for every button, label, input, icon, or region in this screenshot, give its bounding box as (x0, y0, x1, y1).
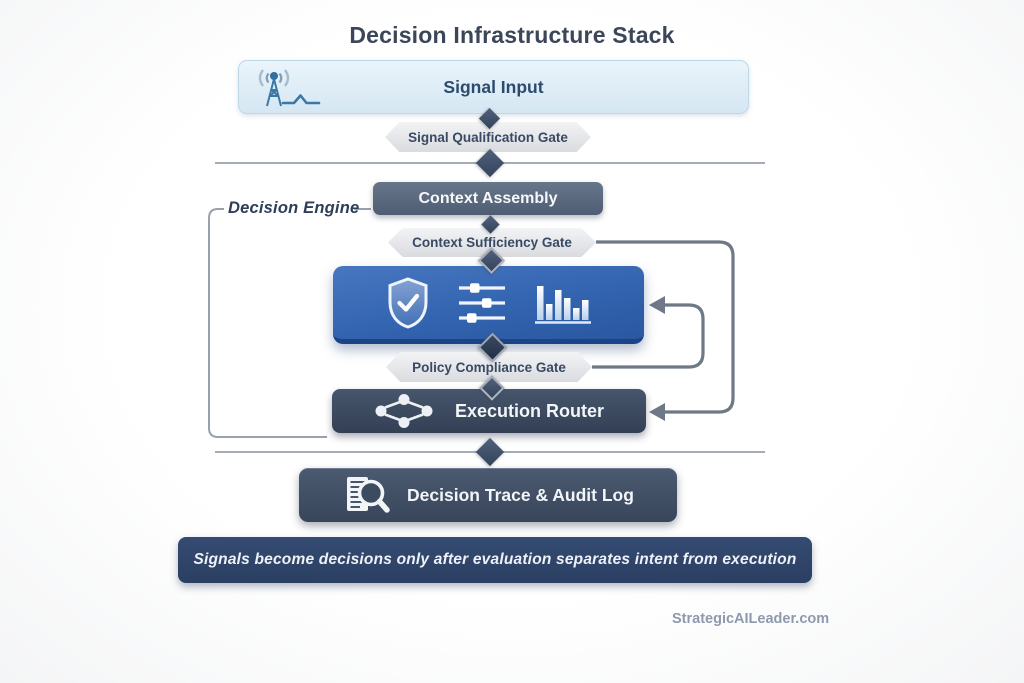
document-search-icon (347, 476, 390, 513)
page-title: Decision Infrastructure Stack (349, 22, 675, 48)
context-assembly-label: Context Assembly (418, 189, 558, 207)
signal-input-label: Signal Input (443, 76, 544, 97)
policy-compliance-gate-label: Policy Compliance Gate (412, 359, 566, 375)
antenna-broadcast-icon (258, 69, 321, 107)
decision-trace-node: Decision Trace & Audit Log (299, 468, 677, 522)
arrowhead-into-evaluation (649, 296, 665, 314)
execution-router-label: Execution Router (454, 400, 605, 421)
evaluation-node (333, 266, 644, 344)
key-message-text: Signals become decisions only after eval… (193, 551, 797, 568)
decision-trace-label: Decision Trace & Audit Log (407, 485, 634, 505)
bar-chart-icon (534, 285, 591, 324)
decision-engine-bracket (208, 208, 327, 438)
key-message-banner: Signals become decisions only after eval… (178, 537, 812, 583)
network-route-icon (375, 394, 433, 428)
signal-qualification-gate-label: Signal Qualification Gate (408, 129, 568, 145)
flow-diamond (475, 437, 505, 467)
flow-diamond (475, 148, 505, 178)
shield-check-icon (388, 276, 427, 329)
decision-engine-label: Decision Engine (228, 199, 360, 217)
arrowhead-into-router (649, 403, 665, 421)
sliders-icon (458, 282, 505, 323)
context-sufficiency-gate-label: Context Sufficiency Gate (412, 235, 572, 250)
signal-input-node: Signal Input (238, 60, 749, 114)
watermark: StrategicAILeader.com (672, 611, 830, 627)
context-assembly-node: Context Assembly (373, 182, 603, 215)
